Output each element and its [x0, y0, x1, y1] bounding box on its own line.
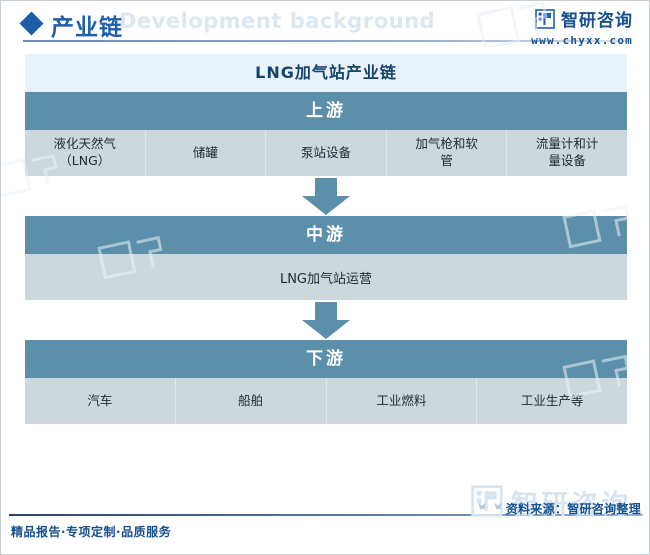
band-midstream: 中游 — [25, 216, 627, 254]
row-downstream: 汽车 船舶 工业燃料 工业生产等 — [25, 378, 627, 424]
upstream-cell-2[interactable]: 储罐 — [146, 130, 267, 176]
upstream-cell-5[interactable]: 流量计和计量设备 — [535, 136, 599, 168]
brand-block: 智研咨询 www.chyxx.com — [531, 6, 633, 47]
source-note: 资料来源：智研咨询整理 — [505, 502, 641, 516]
footer-divider — [9, 514, 643, 516]
page-title: 产业链 — [51, 15, 123, 41]
down-arrow-icon — [302, 178, 350, 215]
midstream-cell-1: LNG加气站运营 — [279, 271, 373, 287]
row-upstream: 液化天然气（LNG） 储罐 泵站设备 加气枪和软管 流量计和计量设备 — [25, 130, 627, 176]
downstream-cell-3[interactable]: 工业燃料 — [327, 378, 478, 424]
brand-name: 智研咨询 — [561, 11, 633, 31]
upstream-cell-1[interactable]: 液化天然气（LNG） — [25, 130, 146, 176]
arrow-midstream-to-downstream — [25, 300, 627, 340]
row-midstream[interactable]: LNG加气站运营 — [25, 254, 627, 300]
upstream-cell-4[interactable]: 加气枪和软管 — [387, 130, 508, 176]
industry-chain-diagram: LNG加气站产业链 上游 液化天然气（LNG） 储罐 泵站设备 加气枪和软管 流… — [25, 54, 627, 424]
brand-row: 智研咨询 — [531, 6, 633, 31]
zhiyan-logo-icon — [535, 8, 555, 29]
chart-title: LNG加气站产业链 — [25, 54, 627, 92]
arrow-upstream-to-midstream — [25, 176, 627, 216]
brand-url: www.chyxx.com — [531, 34, 633, 47]
page-header: Development background 产业链 智研咨询 www.chyx… — [1, 1, 649, 47]
diamond-icon — [19, 11, 44, 36]
downstream-cell-1[interactable]: 汽车 — [25, 378, 176, 424]
upstream-cell-3[interactable]: 泵站设备 — [266, 130, 387, 176]
down-arrow-icon — [302, 302, 350, 339]
downstream-cell-4[interactable]: 工业生产等 — [520, 392, 584, 408]
page-footer: w w 资料来源：智研咨询整理 精品报告·专项定制·品质服务 — [1, 501, 649, 554]
downstream-cell-2[interactable]: 船舶 — [176, 378, 327, 424]
footer-www-text: w w — [478, 501, 503, 512]
band-upstream: 上游 — [25, 92, 627, 130]
band-downstream: 下游 — [25, 340, 627, 378]
header-background-text: Development background — [119, 9, 436, 33]
footer-tagline: 精品报告·专项定制·品质服务 — [11, 525, 172, 539]
header-divider — [23, 40, 629, 42]
